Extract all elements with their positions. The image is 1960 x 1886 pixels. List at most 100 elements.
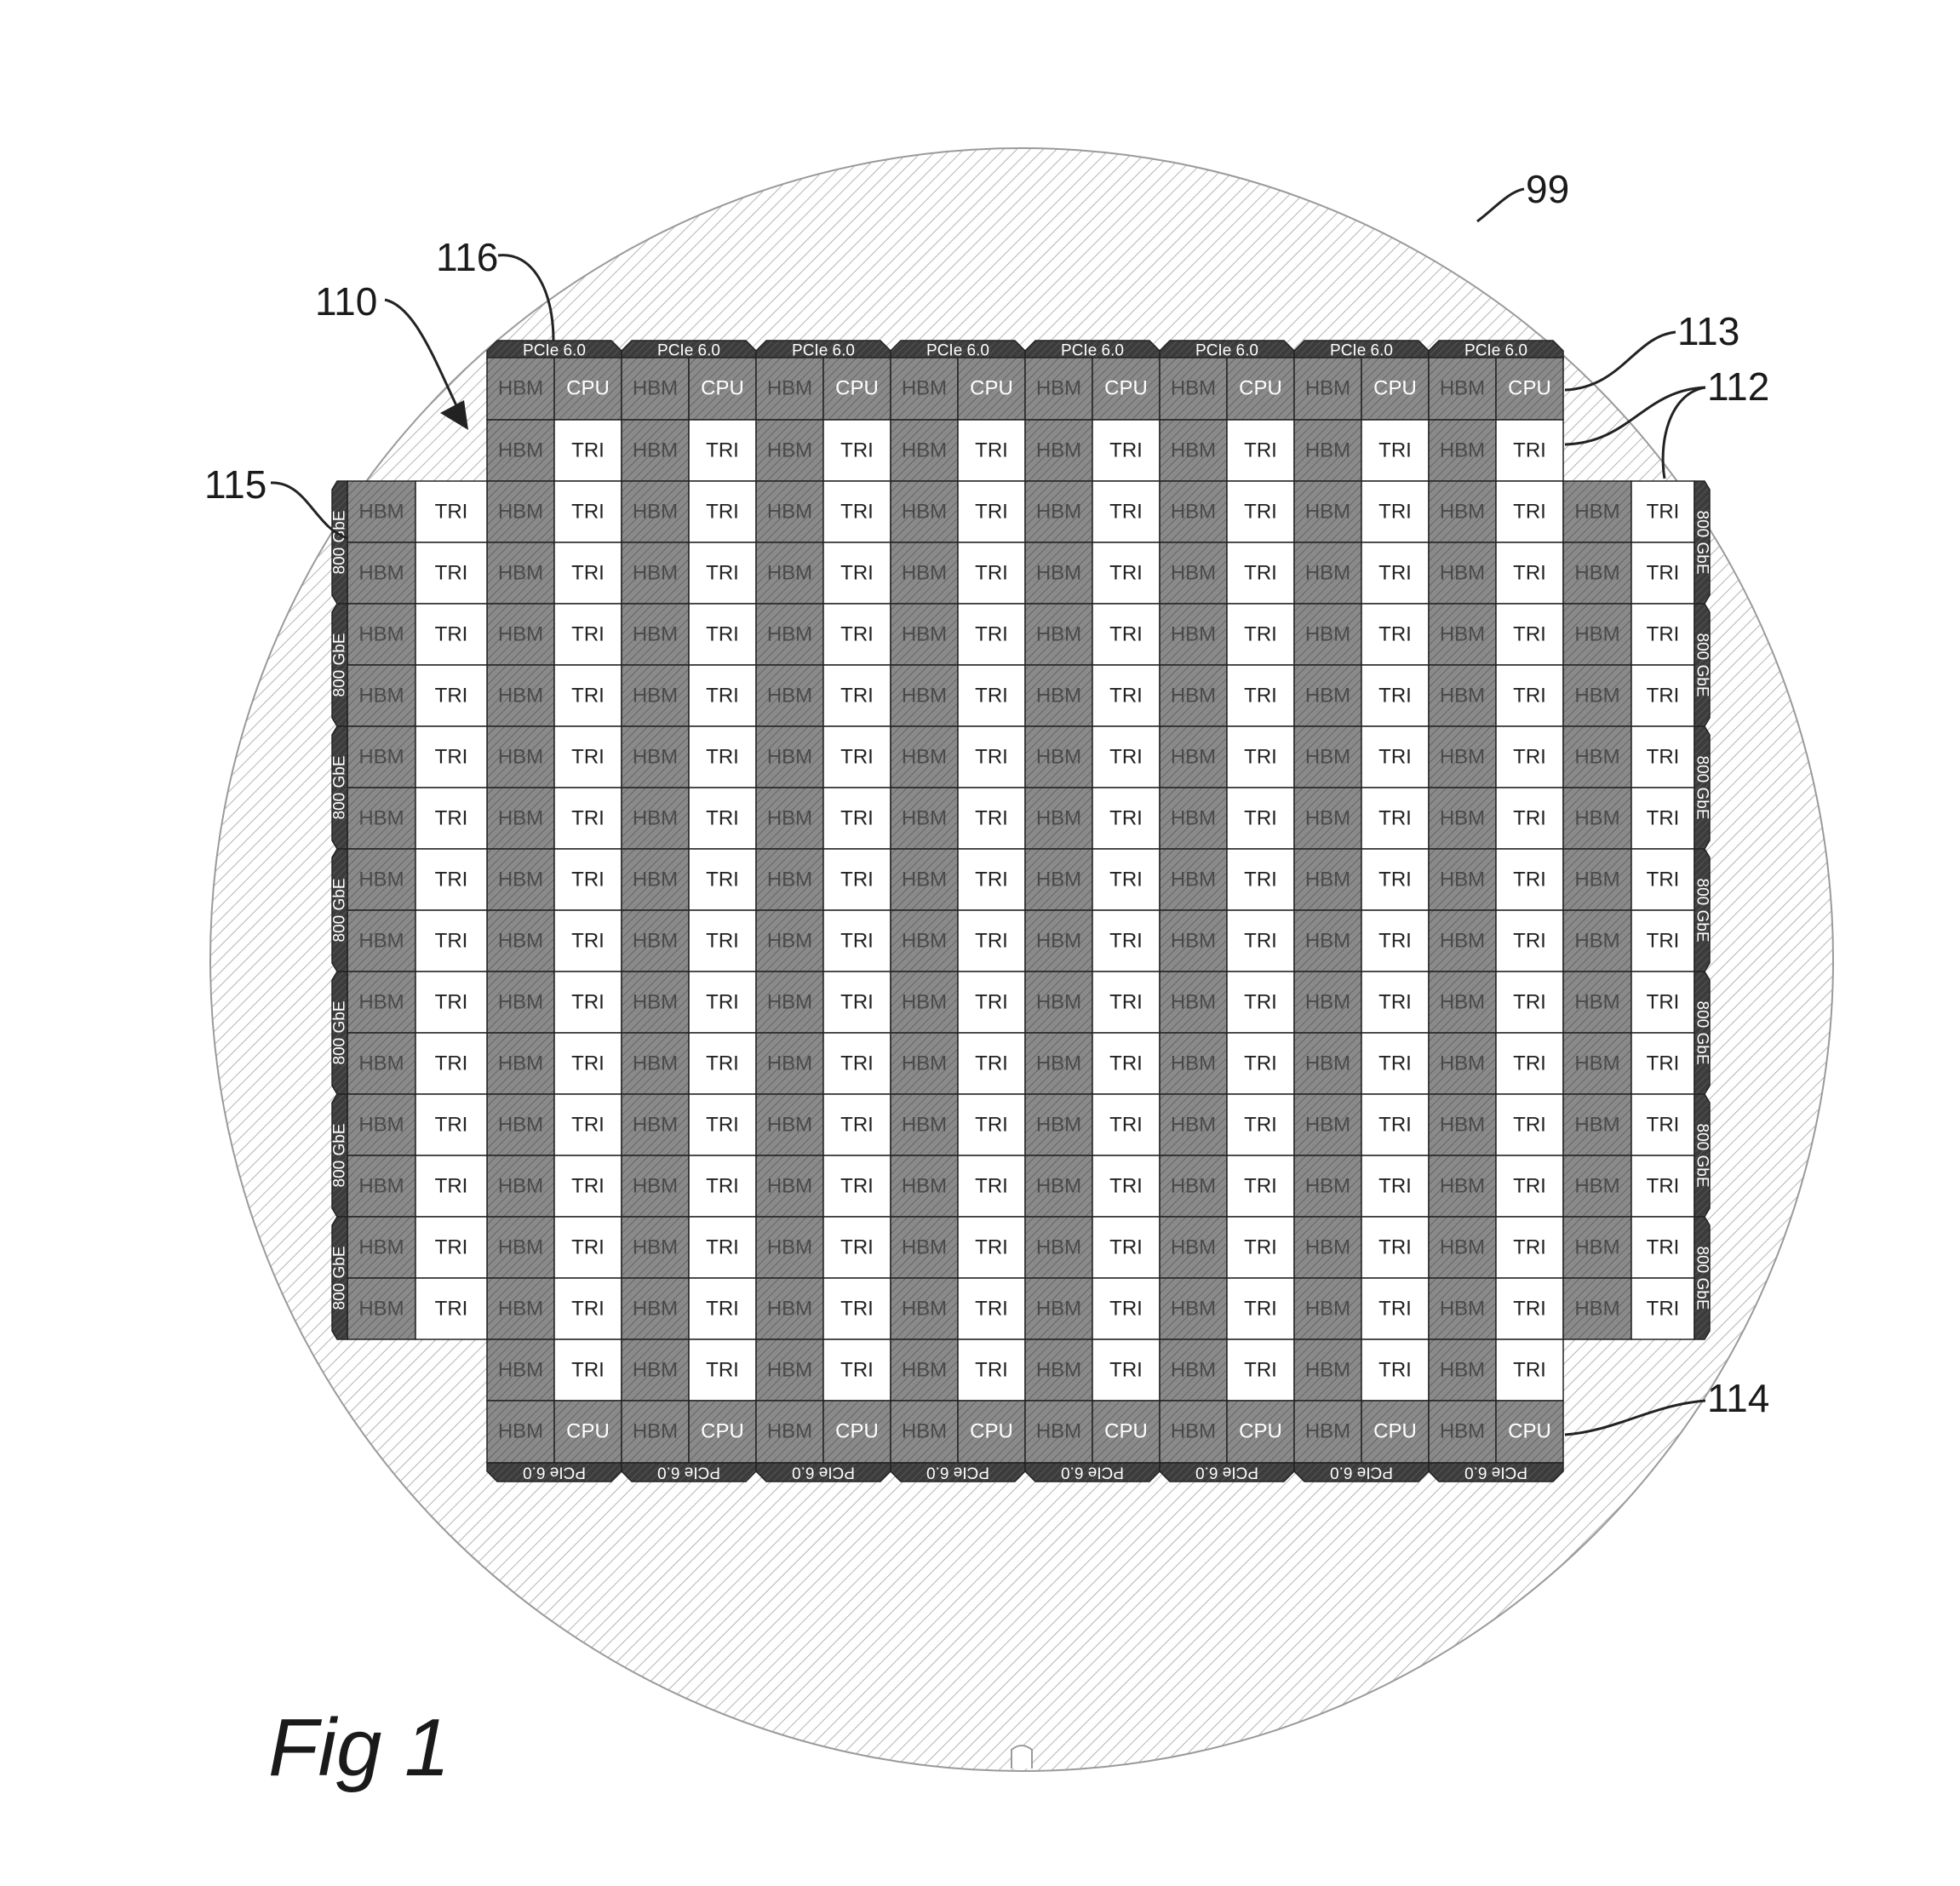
hbm-chip	[1159, 1155, 1228, 1218]
hbm-chip-label: HBM	[1036, 685, 1081, 708]
tri-chip-label: TRI	[1244, 868, 1277, 891]
hbm-chip-label: HBM	[1305, 562, 1350, 585]
tri-chip	[415, 787, 488, 850]
tri-chip-label: TRI	[1513, 501, 1546, 524]
tri-chip	[957, 1277, 1026, 1340]
hbm-chip-label: HBM	[902, 562, 947, 585]
tri-chip	[1495, 1277, 1564, 1340]
hbm-chip	[755, 419, 824, 482]
hbm-chip	[486, 1400, 555, 1464]
tri-chip-label: TRI	[1109, 1298, 1143, 1321]
tri-chip-label: TRI	[571, 991, 605, 1014]
tri-chip-label: TRI	[975, 501, 1008, 524]
tri-chip	[1630, 971, 1695, 1034]
tri-chip-label: TRI	[1378, 562, 1412, 585]
hbm-chip-label: HBM	[358, 807, 404, 830]
tri-chip	[1630, 787, 1695, 850]
hbm-chip-label: HBM	[902, 807, 947, 830]
hbm-chip	[1159, 664, 1228, 727]
hbm-chip	[621, 725, 690, 788]
tri-chip	[957, 603, 1026, 666]
reference-labels: 99 116 110 115 113 112 114 Fig 1	[204, 167, 1769, 1793]
tri-chip-label: TRI	[975, 807, 1008, 830]
cpu-chip	[1361, 1400, 1430, 1464]
hbm-chip	[890, 848, 959, 911]
tri-chip-label: TRI	[1513, 1175, 1546, 1198]
pcie-port-bottom-label: PCIe 6.0	[792, 1464, 855, 1482]
pcie-port-bottom-label: PCIe 6.0	[1061, 1464, 1124, 1482]
tri-chip-label: TRI	[975, 1052, 1008, 1075]
hbm-chip-label: HBM	[1036, 1420, 1081, 1443]
tri-chip	[957, 848, 1026, 911]
hbm-chip-label: HBM	[498, 1052, 543, 1075]
tri-chip-label: TRI	[571, 439, 605, 462]
hbm-chip-label: HBM	[633, 623, 678, 646]
ethernet-port-right-label: 800 GbE	[1694, 1001, 1711, 1065]
wafer-notch	[1011, 1745, 1033, 1768]
cpu-chip-label: CPU	[701, 377, 744, 400]
hbm-chip	[1428, 848, 1497, 911]
tri-chip-label: TRI	[571, 746, 605, 769]
hbm-chip-label: HBM	[1305, 807, 1350, 830]
hbm-chip-label: HBM	[498, 623, 543, 646]
pcie-port-bottom-label: PCIe 6.0	[926, 1464, 989, 1482]
leader-99	[1476, 187, 1525, 223]
tri-chip	[1361, 419, 1430, 482]
hbm-chip-label: HBM	[498, 807, 543, 830]
hbm-chip	[486, 480, 555, 543]
hbm-chip-label: HBM	[633, 868, 678, 891]
tri-chip-label: TRI	[1378, 685, 1412, 708]
hbm-chip	[890, 787, 959, 850]
hbm-chip-label: HBM	[1574, 1175, 1619, 1198]
ethernet-port-left-label: 800 GbE	[331, 756, 349, 820]
ethernet-port-left-label: 800 GbE	[331, 511, 349, 575]
tri-chip	[553, 542, 622, 605]
hbm-chip-label: HBM	[1574, 1052, 1619, 1075]
hbm-chip	[1024, 480, 1093, 543]
hbm-chip-label: HBM	[498, 1298, 543, 1321]
hbm-chip-label: HBM	[1305, 930, 1350, 953]
pcie-port-top-label: PCIe 6.0	[1330, 342, 1393, 360]
hbm-chip-label: HBM	[1305, 1114, 1350, 1137]
hbm-chip-label: HBM	[767, 991, 812, 1014]
tri-chip	[1361, 909, 1430, 972]
tri-chip	[957, 664, 1026, 727]
hbm-chip-label: HBM	[767, 868, 812, 891]
tri-chip-label: TRI	[706, 1052, 739, 1075]
cpu-chip	[1361, 357, 1430, 421]
hbm-chip-label: HBM	[1171, 501, 1216, 524]
hbm-chip-label: HBM	[1171, 1236, 1216, 1259]
hbm-chip	[1562, 725, 1632, 788]
tri-chip	[688, 542, 757, 605]
hbm-chip-label: HBM	[1171, 1175, 1216, 1198]
cpu-chip-label: CPU	[835, 377, 879, 400]
tri-chip-label: TRI	[1109, 1236, 1143, 1259]
hbm-chip	[1024, 542, 1093, 605]
tri-chip-label: TRI	[1513, 439, 1546, 462]
hbm-chip	[890, 603, 959, 666]
tri-chip-label: TRI	[1647, 623, 1680, 646]
tri-chip-label: TRI	[1378, 807, 1412, 830]
tri-chip-label: TRI	[706, 746, 739, 769]
tri-chip	[957, 542, 1026, 605]
hbm-chip	[1024, 1155, 1093, 1218]
tri-chip	[1226, 787, 1295, 850]
hbm-chip-label: HBM	[633, 1052, 678, 1075]
tri-chip	[688, 725, 757, 788]
hbm-chip	[1024, 603, 1093, 666]
hbm-chip	[1428, 1155, 1497, 1218]
figure-caption: Fig 1	[268, 1702, 450, 1793]
hbm-chip	[347, 542, 416, 605]
hbm-chip-label: HBM	[1036, 868, 1081, 891]
tri-chip-label: TRI	[1244, 991, 1277, 1014]
tri-chip	[822, 787, 891, 850]
tri-chip-label: TRI	[840, 868, 874, 891]
tri-chip-label: TRI	[1109, 807, 1143, 830]
hbm-chip	[347, 603, 416, 666]
hbm-chip-label: HBM	[633, 1175, 678, 1198]
hbm-chip-label: HBM	[1036, 991, 1081, 1014]
hbm-chip	[1562, 848, 1632, 911]
hbm-chip-label: HBM	[902, 1052, 947, 1075]
hbm-chip	[1159, 1339, 1228, 1402]
hbm-chip-label: HBM	[767, 623, 812, 646]
